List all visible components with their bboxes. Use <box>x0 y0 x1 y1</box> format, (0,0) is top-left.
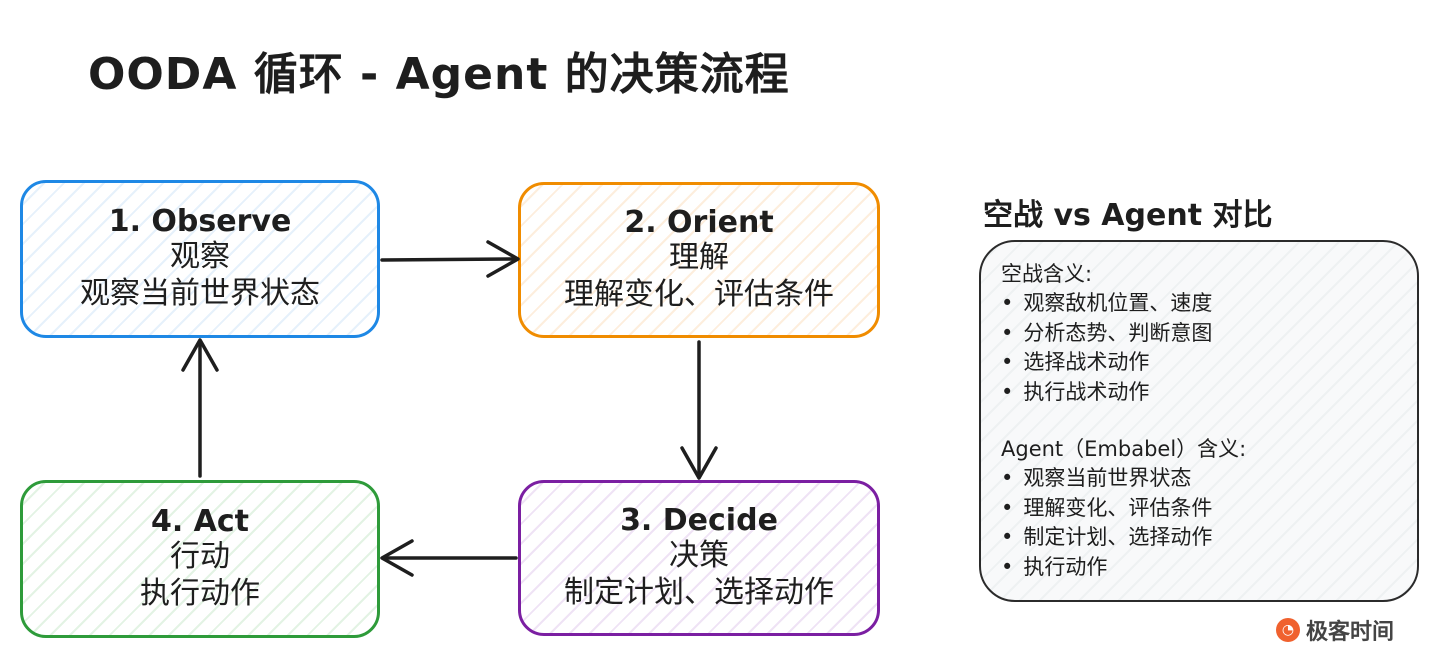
observe-desc: 观察当前世界状态 <box>80 276 320 311</box>
orient-node: 2. Orient 理解 理解变化、评估条件 <box>518 182 880 338</box>
act-node: 4. Act 行动 执行动作 <box>20 480 380 638</box>
act-desc: 执行动作 <box>140 576 260 611</box>
arrow-head-act-to-observe <box>181 338 219 372</box>
list-item: 观察当前世界状态 <box>1001 464 1417 494</box>
arrow-observe-to-orient <box>380 257 518 262</box>
observe-heading: 1. Observe <box>108 204 292 239</box>
brand-watermark: ◔ 极客时间 <box>1276 614 1394 646</box>
observe-node: 1. Observe 观察 观察当前世界状态 <box>20 180 380 338</box>
list-item: 分析态势、判断意图 <box>1001 319 1417 349</box>
agent-heading: Agent（Embabel）含义: <box>1001 437 1247 461</box>
air-combat-list: 观察敌机位置、速度 分析态势、判断意图 选择战术动作 执行战术动作 <box>1001 289 1417 407</box>
orient-desc: 理解变化、评估条件 <box>564 277 834 312</box>
list-item: 制定计划、选择动作 <box>1001 523 1417 553</box>
list-item: 观察敌机位置、速度 <box>1001 289 1417 319</box>
act-heading: 4. Act <box>150 504 250 539</box>
decide-heading: 3. Decide <box>620 503 778 538</box>
geektime-logo-icon: ◔ <box>1276 618 1300 642</box>
decide-node: 3. Decide 决策 制定计划、选择动作 <box>518 480 880 636</box>
decide-sub: 决策 <box>669 538 729 573</box>
orient-heading: 2. Orient <box>624 205 774 240</box>
orient-sub: 理解 <box>669 240 729 275</box>
air-combat-heading: 空战含义: <box>1001 262 1093 286</box>
decide-desc: 制定计划、选择动作 <box>564 575 834 610</box>
list-item: 执行动作 <box>1001 553 1417 583</box>
arrow-head-observe-to-orient <box>486 240 520 278</box>
comparison-title: 空战 vs Agent 对比 <box>983 198 1273 233</box>
brand-name: 极客时间 <box>1306 620 1395 645</box>
act-sub: 行动 <box>170 539 230 574</box>
page-title: OODA 循环 - Agent 的决策流程 <box>88 49 790 100</box>
comparison-panel: 空战含义: 观察敌机位置、速度 分析态势、判断意图 选择战术动作 执行战术动作 … <box>979 240 1419 602</box>
agent-list: 观察当前世界状态 理解变化、评估条件 制定计划、选择动作 执行动作 <box>1001 464 1417 582</box>
list-item: 理解变化、评估条件 <box>1001 494 1417 524</box>
list-item: 选择战术动作 <box>1001 348 1417 378</box>
arrow-head-decide-to-act <box>380 539 414 577</box>
arrow-head-orient-to-decide <box>680 446 718 480</box>
observe-sub: 观察 <box>170 239 230 274</box>
list-item: 执行战术动作 <box>1001 378 1417 408</box>
